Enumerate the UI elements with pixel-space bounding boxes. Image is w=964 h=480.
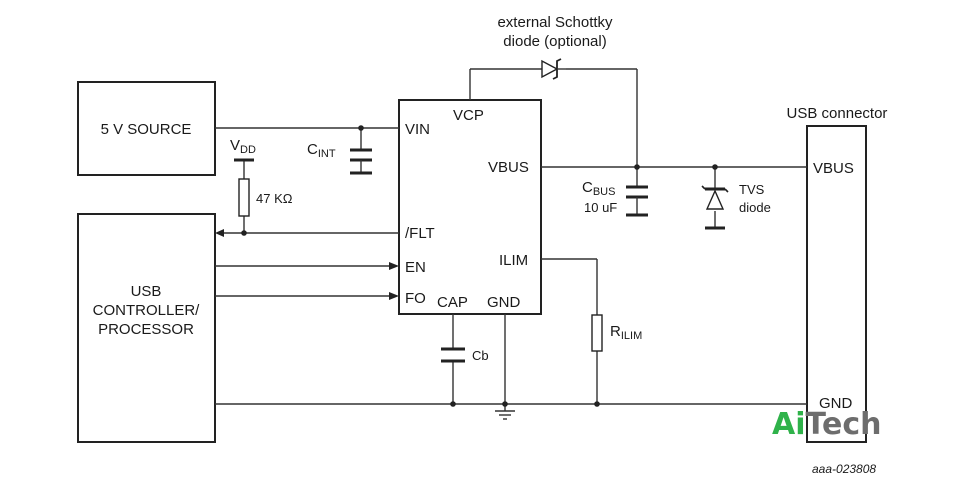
- power-switch-ic: VCP VIN VBUS /FLT ILIM EN FO CAP GND: [398, 99, 542, 315]
- pin-en: EN: [405, 259, 426, 276]
- pin-gnd: GND: [487, 294, 521, 311]
- junction-dots: [241, 125, 718, 407]
- five-volt-source-block: 5 V SOURCE: [77, 81, 216, 176]
- cint-capacitor: CINT: [307, 141, 372, 175]
- connector-gnd-label: GND: [819, 395, 853, 412]
- pin-cap: CAP: [437, 294, 468, 311]
- rilim-label: RILIM: [610, 323, 642, 342]
- vdd-label: VDD: [230, 137, 256, 156]
- cbus-value: 10 uF: [584, 200, 617, 215]
- tvs-label-line-2: diode: [739, 200, 771, 215]
- usb-controller-block: USB CONTROLLER/ PROCESSOR: [77, 213, 216, 443]
- controller-label-line-3: PROCESSOR: [98, 321, 194, 338]
- pin-vin: VIN: [405, 121, 430, 138]
- pin-ilim: ILIM: [499, 252, 528, 269]
- schottky-diode: external Schottky diode (optional): [497, 14, 613, 80]
- controller-label-line-1: USB: [131, 283, 162, 300]
- pullup-resistor-value: 47 KΩ: [256, 191, 293, 206]
- pin-vcp: VCP: [453, 107, 484, 124]
- figure-id: aaa-023808: [812, 462, 876, 476]
- cbus-label: CBUS: [582, 179, 615, 198]
- pin-fo: FO: [405, 290, 426, 307]
- cb-label: Cb: [472, 348, 489, 363]
- tvs-label-line-1: TVS: [739, 182, 765, 197]
- schottky-label-line-1: external Schottky: [497, 14, 613, 31]
- cbus-capacitor: CBUS 10 uF: [582, 179, 648, 217]
- usb-connector-title: USB connector: [787, 105, 888, 122]
- connector-vbus-label: VBUS: [813, 160, 854, 177]
- controller-label-line-2: CONTROLLER/: [93, 302, 201, 319]
- pin-flt: /FLT: [405, 225, 435, 242]
- tvs-diode: TVS diode: [701, 182, 771, 230]
- ground-symbol: [495, 410, 515, 420]
- cb-capacitor: Cb: [441, 347, 489, 363]
- schottky-label-line-2: diode (optional): [503, 33, 606, 50]
- wiring: [215, 68, 807, 411]
- pullup-resistor: [238, 178, 250, 217]
- aitech-watermark: AiTech: [772, 407, 881, 442]
- rilim-resistor: RILIM: [591, 314, 642, 352]
- usb-connector-block: USB connector VBUS GND: [787, 105, 888, 443]
- pin-vbus: VBUS: [488, 159, 529, 176]
- five-volt-source-label: 5 V SOURCE: [101, 121, 192, 138]
- cint-label: CINT: [307, 141, 336, 160]
- aitech-watermark-text: AiTech: [772, 407, 881, 442]
- vdd-pullup: VDD 47 KΩ: [230, 137, 293, 217]
